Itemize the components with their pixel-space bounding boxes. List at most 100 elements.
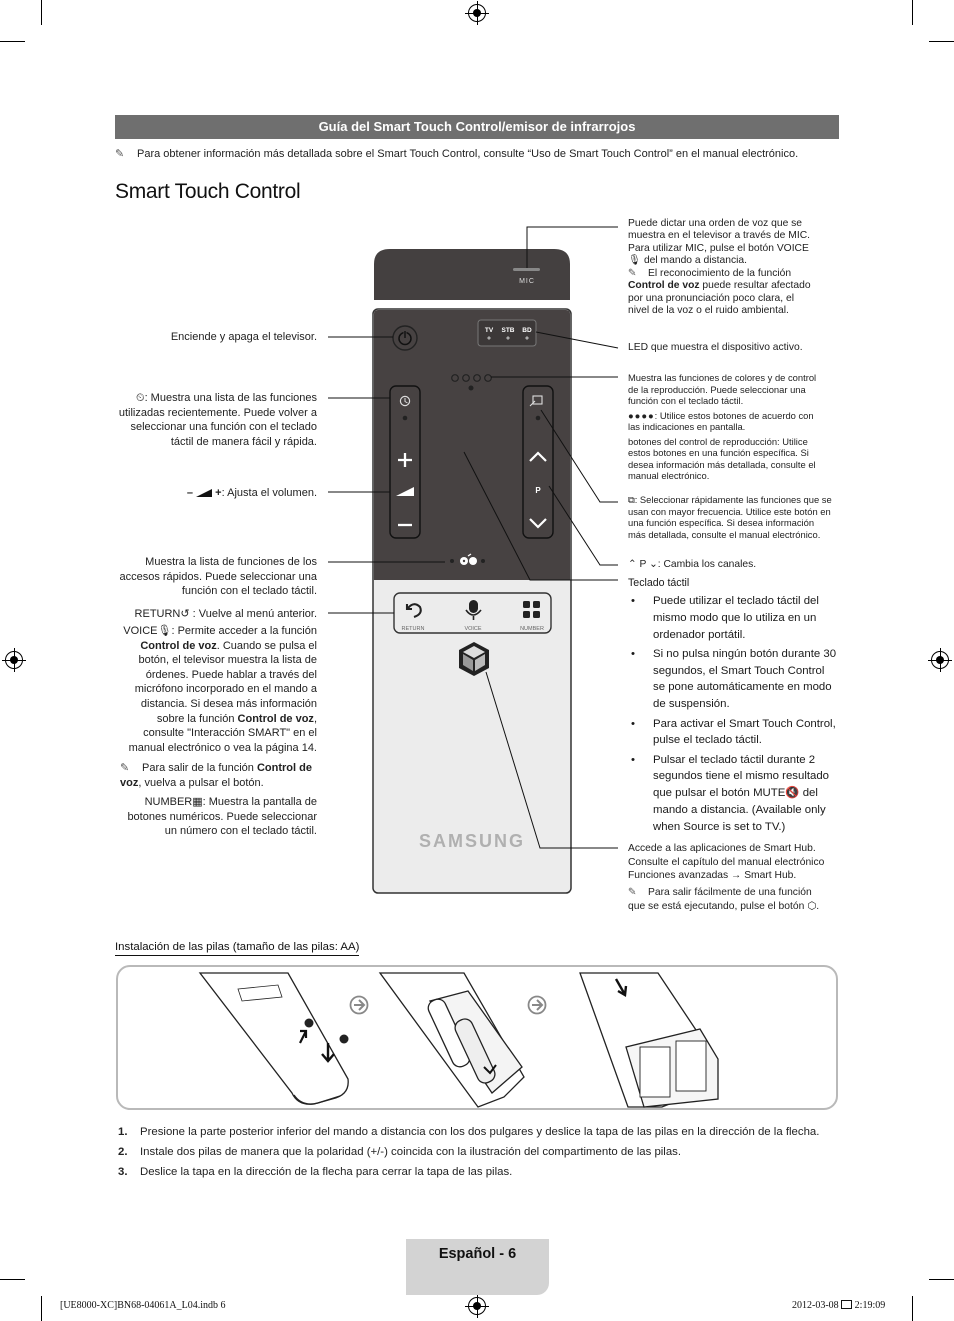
- registration-mark-icon: [465, 1, 489, 25]
- crop-mark: [0, 41, 25, 42]
- recent-inline-icon: ⏲: [135, 392, 145, 404]
- voice-text-b: . Cuando se pulsa el botón, el televisor…: [134, 639, 317, 725]
- number-text: : Muestra la pantalla de botones numéric…: [127, 796, 317, 838]
- mic-annotation: Puede dictar una orden de voz que se mue…: [628, 218, 810, 268]
- led-annotation: LED que muestra el dispositivo activo.: [628, 342, 803, 353]
- chevron-down-icon: ⌄: [649, 559, 658, 570]
- voice-note-bold: Control de voz: [120, 762, 312, 789]
- mute-key: MUTE: [753, 787, 786, 800]
- channel-down-icon: [529, 518, 547, 529]
- return-label-print: RETURN: [402, 626, 425, 632]
- smarthub-note: ✎Para salir fácilmente de una función qu…: [628, 886, 828, 913]
- list-item: Si no pulsa ningún botón durante 30 segu…: [628, 646, 838, 713]
- arrow-down-icon: [614, 978, 628, 997]
- voice-mic-icon: [469, 600, 478, 613]
- voice-note: ✎Para salir de la función Control de voz…: [120, 761, 317, 790]
- battery-illustration-box: [116, 965, 838, 1110]
- recent-text: : Muestra una lista de las funciones uti…: [118, 392, 317, 448]
- arrow-up-icon: [299, 1029, 308, 1044]
- crop-mark: [929, 41, 954, 42]
- source-key: Source: [683, 820, 720, 833]
- note-pencil-icon: ✎: [628, 887, 637, 898]
- number-key: NUMBER: [144, 796, 193, 808]
- number-annotation: NUMBER▦: Muestra la pantalla de botones …: [118, 795, 317, 839]
- smarthub-note-a: Para salir fácilmente de una función que…: [628, 887, 812, 912]
- return-icon: [405, 603, 422, 618]
- mic-note-b: puede resultar afectado por una pronunci…: [628, 280, 811, 317]
- right-control-strip: [522, 385, 554, 539]
- samsung-brand: SAMSUNG: [419, 831, 525, 851]
- colors-annotation: Muestra las funciones de colores y de co…: [628, 372, 828, 482]
- smarthub-note-b: .: [816, 900, 820, 912]
- crop-mark: [929, 1279, 954, 1280]
- smart-hub-inline-icon: ⬡: [807, 900, 817, 912]
- volume-plus-icon: [398, 453, 412, 467]
- led-label-stb: STB: [502, 327, 515, 334]
- voice-inline-mic-icon: 🎙: [157, 625, 172, 637]
- list-item: 1.Presione la parte posterior inferior d…: [118, 1122, 838, 1142]
- mute-icon: 🔇: [785, 787, 800, 800]
- number-inline-grid-icon: ▦: [192, 796, 203, 808]
- colors-intro: Muestra las funciones de colores y de co…: [628, 372, 817, 406]
- print-file-info: [UE8000-XC]BN68-04061A_L04.indb 6: [60, 1300, 226, 1311]
- mic-note-a: El reconocimiento de la función: [648, 268, 792, 279]
- mic-label: MIC: [519, 278, 535, 285]
- voice-text-a: : Permite acceder a la función: [171, 625, 317, 637]
- recent-icon: [399, 395, 411, 407]
- list-item: 3. Deslice la tapa en la dirección de la …: [118, 1162, 838, 1182]
- touchpad-bullets: Puede utilizar el teclado táctil del mis…: [628, 593, 838, 836]
- channel-text: : Cambia los canales.: [657, 559, 757, 570]
- list-item: Para activar el Smart Touch Control, pul…: [628, 716, 838, 750]
- step-number: 2.: [118, 1146, 128, 1158]
- battery-step-2-remote: [378, 972, 525, 1108]
- step-text: Presione la parte posterior inferior del…: [140, 1126, 820, 1138]
- colors-dots-line: ●●●●: Utilice estos botones de acuerdo c…: [628, 410, 828, 433]
- touchpad-b4-d: .): [778, 820, 786, 833]
- list-item: Pulsar el teclado táctil durante 2 segun…: [628, 752, 838, 836]
- mic-text-b: del mando a distancia.: [641, 255, 747, 267]
- return-key: RETURN: [134, 608, 181, 620]
- crop-mark: [912, 0, 913, 25]
- step-text: Deslice la tapa en la dirección de la fl…: [140, 1166, 513, 1178]
- list-item: Puede utilizar el teclado táctil del mis…: [628, 593, 838, 643]
- voice-annotation: VOICE🎙: Permite acceder a la función Con…: [115, 624, 317, 755]
- return-text: : Vuelve al menú anterior.: [189, 608, 317, 620]
- recent-annotation: ⏲: Muestra una lista de las funciones ut…: [115, 391, 317, 449]
- tv-key: TV: [764, 820, 779, 833]
- touchpad-b4-b: del mando a distancia. (Available only w…: [653, 787, 826, 833]
- quick-annotation: ⧉: Seleccionar rápidamente las funciones…: [628, 494, 834, 540]
- remote-diagram: MIC TV STB BD P RETURN VOICE: [328, 226, 619, 894]
- quick-inline-icon: ⧉: [628, 494, 635, 505]
- print-time: 2:19:09: [852, 1300, 886, 1311]
- step-text: Instale dos pilas de manera que la polar…: [140, 1146, 682, 1158]
- print-date: 2012-03-08: [792, 1300, 842, 1311]
- battery-step-3-remote: [579, 972, 719, 1108]
- power-button-ring: [392, 325, 418, 351]
- channel-annotation: ⌃ P ⌄: Cambia los canales.: [628, 559, 828, 571]
- power-annotation: Enciende y apaga el televisor.: [170, 331, 317, 343]
- voice-bold-1: Control de voz: [140, 639, 217, 652]
- step-number: 3.: [118, 1166, 128, 1178]
- note-pencil-icon: ✎: [628, 268, 637, 279]
- touchpad-b4-c: is set to: [719, 820, 765, 833]
- voice-note-a: Para salir de la función: [142, 762, 257, 774]
- volume-plus-symbol: +: [215, 487, 222, 499]
- mic-text-a: Puede dictar una orden de voz que se mue…: [628, 218, 810, 254]
- number-label-print: NUMBER: [520, 626, 544, 632]
- list-item: 2. Instale dos pilas de manera que la pol…: [118, 1142, 838, 1162]
- touchpad-section: Teclado táctil Puede utilizar el teclado…: [628, 576, 838, 838]
- voice-note-b: , vuelva a pulsar el botón.: [138, 776, 264, 789]
- leader-lines: [328, 226, 619, 849]
- mic-inline-icon: 🎙: [628, 255, 642, 267]
- quick-access-icon: [532, 395, 543, 405]
- note-pencil-icon: ✎: [115, 148, 125, 160]
- touchpad-b4-a: Pulsar el teclado táctil durante 2 segun…: [653, 753, 830, 800]
- mic-voice-key: VOICE: [776, 242, 809, 254]
- led-label-bd: BD: [522, 327, 532, 334]
- registration-mark-icon: [2, 648, 26, 672]
- touchpad-title: Teclado táctil: [628, 577, 690, 589]
- clock-icon: [841, 1300, 853, 1309]
- return-inline-icon: ↺: [180, 608, 190, 620]
- voice-text-c: , consulte "Interacción SMART" en el man…: [128, 712, 317, 754]
- mic-note-bold: Control de voz: [628, 280, 700, 292]
